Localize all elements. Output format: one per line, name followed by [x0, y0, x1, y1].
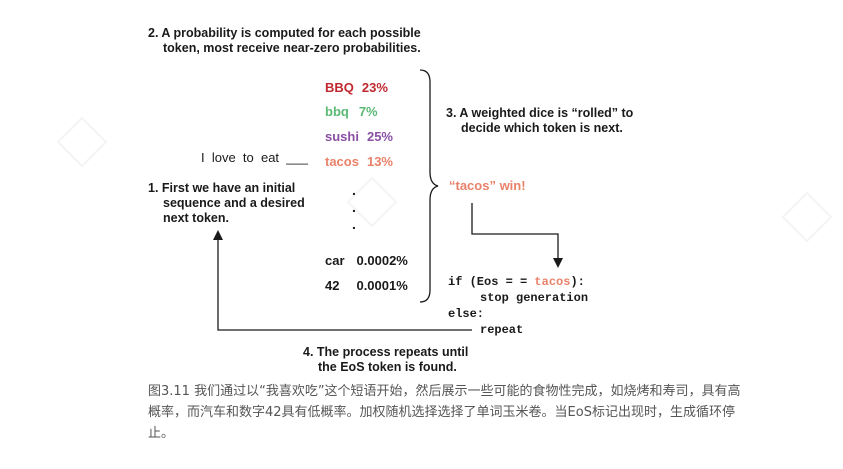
repeat-loop-connector [217, 238, 472, 331]
token-row-tacos: tacos 13% [325, 154, 393, 169]
code-line-stop: stop generation [480, 291, 589, 305]
code-line-if: if (Eos = = tacos): [448, 275, 585, 289]
token-row-bbq-lower: bbq 7% [325, 104, 378, 119]
code-token-tacos: tacos [534, 275, 571, 289]
watermark-stamp [56, 116, 833, 243]
code-line-repeat: repeat [480, 323, 524, 337]
ellipsis-dot: . [352, 182, 356, 198]
token-prob: 23% [361, 80, 388, 95]
step-1-line-3: next token. [163, 211, 229, 225]
token-row-bbq-upper: BBQ 23% [325, 80, 388, 95]
token-word: BBQ [325, 80, 354, 95]
brace [419, 69, 439, 303]
ellipsis-dot: . [352, 199, 356, 215]
figure-caption: 图3.11 我们通过以“我喜欢吃”这个短语开始，然后展示一些可能的食物性完成，如… [148, 384, 741, 441]
step-1-label: 1. First we have an initial sequence and… [148, 181, 305, 226]
token-word: tacos [325, 154, 359, 169]
token-row-42: 42 0.0001% [325, 278, 408, 293]
code-line-else: else: [448, 307, 485, 321]
step-4-line-2: the EoS token is found. [318, 360, 457, 374]
step-3-label: 3. A weighted dice is “rolled” to decide… [446, 106, 633, 136]
ellipsis-dot: . [352, 216, 356, 232]
code-block: if (Eos = = tacos): stop generation else… [448, 274, 588, 338]
token-word: 42 [325, 278, 340, 293]
step-2-line-1: 2. A probability is computed for each po… [148, 26, 421, 40]
step-3-line-2: decide which token is next. [461, 121, 623, 135]
step-2-label: 2. A probability is computed for each po… [148, 26, 421, 56]
arrow-head-up-icon [213, 230, 223, 240]
step-4-label: 4. The process repeats until the EoS tok… [303, 345, 468, 375]
step-1-line-1: 1. First we have an initial [148, 181, 296, 195]
step-3-line-1: 3. A weighted dice is “rolled” to [446, 106, 634, 120]
token-word: car [325, 253, 345, 268]
token-word: bbq [325, 104, 349, 119]
token-prob: 7% [358, 104, 378, 119]
winner-to-code-connector [471, 203, 559, 260]
token-prob: 25% [366, 129, 393, 144]
token-prob: 13% [366, 154, 393, 169]
step-4-line-1: 4. The process repeats until [303, 345, 469, 359]
token-row-car: car 0.0002% [325, 253, 408, 268]
step-2-line-2: token, most receive near-zero probabilit… [163, 41, 421, 55]
token-row-sushi: sushi 25% [325, 129, 393, 144]
token-prob: 0.0001% [356, 278, 408, 293]
winner-label: “tacos” win! [449, 178, 526, 193]
token-prob: 0.0002% [356, 253, 408, 268]
arrow-head-down-icon [553, 258, 563, 268]
step-1-line-2: sequence and a desired [163, 196, 305, 210]
token-word: sushi [325, 129, 359, 144]
prompt-sequence: I love to eat ___ [201, 150, 308, 165]
